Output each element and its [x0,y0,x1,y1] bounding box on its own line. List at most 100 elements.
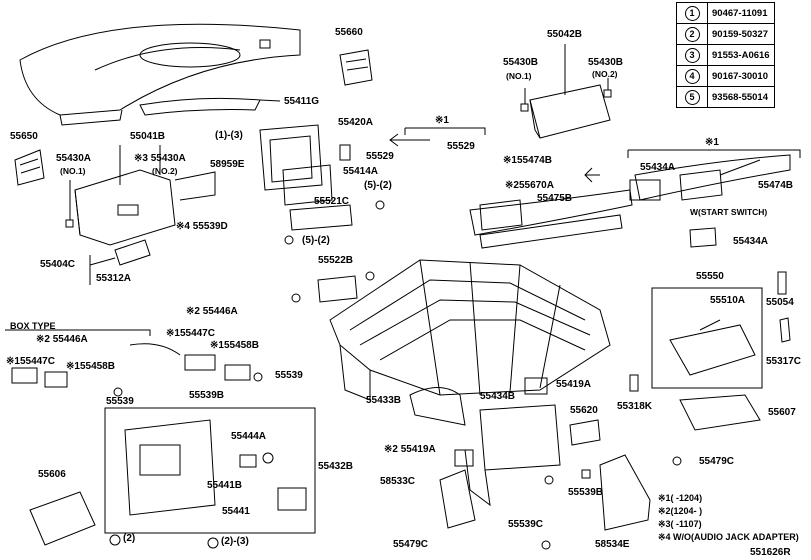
label-55430A-no1: 55430A [56,153,92,164]
label-box-type: BOX TYPE [10,321,56,331]
legend-part-number: 90467-11091 [707,2,775,24]
figure-number: 551626R [750,547,791,558]
legend-part-number: 90159-50327 [707,23,775,45]
note-star4: ※4 W/O(AUDIO JACK ADAPTER) [658,532,799,542]
label-55539C: 55539C [508,519,544,530]
label-55539-left: 55539 [106,396,134,407]
label-55433B: 55433B [366,395,402,406]
cover-58533C-drawing [439,469,476,529]
label-ref-5-2-b: (5)-(2) [302,235,330,246]
label-55430A-no1-note: (NO.1) [60,166,86,176]
label-55419A: 55419A [556,379,592,390]
vent-55650-drawing [14,149,45,186]
label-55041B: 55041B [130,131,166,142]
label-55430B-no2: 55430B [588,57,624,68]
part-55318K-drawing [629,374,639,392]
label-55312A: 55312A [96,273,132,284]
panel-55522B-drawing [291,271,375,303]
part-55317C-drawing [779,317,791,343]
legend-ref-number: 5 [684,89,700,105]
label-55529-b: 55529 [447,141,475,152]
label-55318K: 55318K [617,401,653,412]
label-55317C: 55317C [766,356,802,367]
label-55420A: 55420A [338,117,374,128]
label-55441B: 55441B [207,480,243,491]
boxtype-switch-1 [11,367,38,384]
label-55474B: 55474B [758,180,794,191]
label-55539B-left: 55539B [189,390,225,401]
lower-left-box-outline [104,407,316,534]
label-55650: 55650 [10,131,38,142]
left-vent-panel-drawing [469,189,633,236]
label-55620: 55620 [570,405,598,416]
legend-ref-number: 4 [684,68,700,84]
label-55521C: 55521C [314,196,350,207]
label-55446A-right: ※2 55446A [186,306,238,317]
label-55479C-right: 55479C [699,456,735,467]
part-55444A-drawing [239,454,257,468]
lower-panel-55432B-drawing [124,419,216,516]
arrow-3 [129,343,181,356]
switch-55434A-drawing [689,227,717,248]
label-55434B: 55434B [480,391,516,402]
label-55529-a: 55529 [366,151,394,162]
label-ref-2-3: (2)-(3) [221,536,249,547]
switch-55458B-drawing [224,364,251,381]
label-55550: 55550 [696,271,724,282]
label-55446A-left: ※2 55446A [36,334,88,345]
label-55432B: 55432B [318,461,354,472]
legend-ref-cell: 3 [676,44,708,66]
cluster-panel-drawing [65,145,216,246]
label-55539B-right: 55539B [568,487,604,498]
note-star3: ※3( -1107) [658,519,702,529]
label-ref-2: (2) [123,533,136,544]
label-55539-right: 55539 [275,370,303,381]
note-star2: ※2(1204- ) [658,506,703,516]
lower-strip-drawing [479,214,623,249]
legend-part-number: 90167-30010 [707,65,775,87]
cover-58534E-drawing [599,454,651,531]
tray-55607-drawing [679,394,761,431]
part-55620-drawing [569,419,601,446]
part-55054-drawing [777,271,787,295]
label-55404C: 55404C [40,259,76,270]
label-55607: 55607 [768,407,796,418]
bracket-star1-right [627,149,801,158]
label-55447C-right: ※155447C [166,328,215,339]
label-58533C: 58533C [380,476,416,487]
bracket-55606-drawing [29,491,96,546]
label-55458B-left: ※155458B [66,361,115,372]
label-55411G: 55411G [284,96,320,107]
label-55447C-left: ※155447C [6,356,55,367]
label-55042B: 55042B [547,29,583,40]
label-wstart: W(START SWITCH) [690,207,768,217]
label-55430A-no2-note: (NO.2) [152,166,178,176]
label-55475B: 55475B [537,193,573,204]
vent-55660-drawing [339,49,373,86]
arrow-2 [584,167,600,183]
glovebox-drawing [669,319,756,376]
label-55458B-right: ※155458B [210,340,259,351]
label-55434A-top: 55434A [640,162,676,173]
boxtype-switch-2 [44,371,68,388]
trim-55404C-drawing [89,239,151,285]
label-55430B-no1: 55430B [503,57,539,68]
note-star1: ※1( -1204) [658,493,703,503]
label-55414A: 55414A [343,166,379,177]
legend-part-number: 91553-A0616 [707,44,775,66]
label-55670A: ※255670A [505,180,554,191]
legend-ref-number: 3 [684,47,700,63]
label-58534E: 58534E [595,539,630,550]
trim-55433B-drawing [409,387,466,426]
legend-ref-cell: 1 [676,2,708,24]
label-55444A: 55444A [231,431,267,442]
legend-row: 4 90167-30010 [676,65,775,87]
label-55054: 55054 [766,297,794,308]
label-55606: 55606 [38,469,66,480]
